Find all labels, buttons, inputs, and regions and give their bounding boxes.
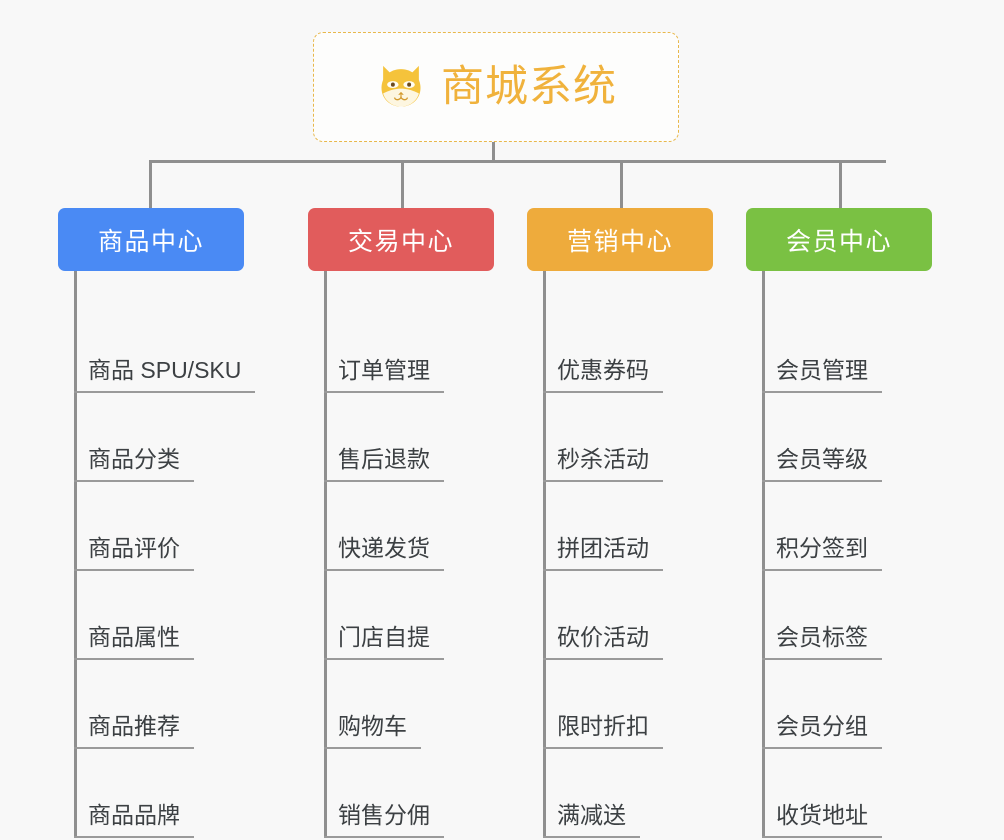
branch-column-1: 商品中心 商品 SPU/SKU 商品分类 商品评价 商品属性 商品推荐 商品品牌 <box>58 160 256 838</box>
leaf-spine-3 <box>543 271 546 838</box>
leaf-item[interactable]: 购物车 <box>308 660 494 749</box>
leaf-label: 优惠券码 <box>543 357 663 393</box>
leaf-label: 限时折扣 <box>543 713 663 749</box>
leaf-item[interactable]: 拼团活动 <box>527 482 713 571</box>
leaf-item[interactable]: 秒杀活动 <box>527 393 713 482</box>
shiba-dog-face-icon <box>381 65 421 107</box>
category-label-2: 交易中心 <box>347 227 454 256</box>
leaf-item[interactable]: 会员标签 <box>746 571 932 660</box>
leaf-item[interactable]: 快递发货 <box>308 482 494 571</box>
category-drop-connector-2 <box>401 160 404 208</box>
leaf-spine-2 <box>324 271 327 838</box>
leaf-item[interactable]: 会员等级 <box>746 393 932 482</box>
branch-column-4: 会员中心 会员管理 会员等级 积分签到 会员标签 会员分组 收货地址 <box>746 160 932 838</box>
leaf-label: 秒杀活动 <box>543 446 663 482</box>
category-label-4: 会员中心 <box>785 227 892 256</box>
leaf-list-1: 商品 SPU/SKU 商品分类 商品评价 商品属性 商品推荐 商品品牌 <box>58 271 256 838</box>
category-box-3[interactable]: 营销中心 <box>527 208 713 271</box>
category-drop-connector-1 <box>149 160 152 208</box>
leaf-item[interactable]: 门店自提 <box>308 571 494 660</box>
leaf-label: 销售分佣 <box>324 802 444 838</box>
leaf-item[interactable]: 会员管理 <box>746 304 932 393</box>
category-box-4[interactable]: 会员中心 <box>746 208 932 271</box>
category-box-1[interactable]: 商品中心 <box>58 208 244 271</box>
branch-column-3: 营销中心 优惠券码 秒杀活动 拼团活动 砍价活动 限时折扣 满减送 <box>527 160 713 838</box>
category-drop-connector-3 <box>620 160 623 208</box>
leaf-item[interactable]: 会员分组 <box>746 660 932 749</box>
leaf-list-2: 订单管理 售后退款 快递发货 门店自提 购物车 销售分佣 <box>308 271 494 838</box>
leaf-label: 商品推荐 <box>74 713 194 749</box>
leaf-label: 拼团活动 <box>543 535 663 571</box>
leaf-label: 售后退款 <box>324 446 444 482</box>
leaf-spine-4 <box>762 271 765 838</box>
leaf-label: 砍价活动 <box>543 624 663 660</box>
leaf-label: 商品评价 <box>74 535 194 571</box>
leaf-label: 商品属性 <box>74 624 194 660</box>
leaf-label: 订单管理 <box>324 357 444 393</box>
category-drop-connector-4 <box>839 160 842 208</box>
leaf-label: 商品 SPU/SKU <box>74 357 256 393</box>
category-label-3: 营销中心 <box>566 227 673 256</box>
category-label-1: 商品中心 <box>97 227 204 256</box>
leaf-item[interactable]: 商品品牌 <box>58 749 244 838</box>
leaf-item[interactable]: 销售分佣 <box>308 749 494 838</box>
leaf-item[interactable]: 商品推荐 <box>58 660 244 749</box>
leaf-label: 商品分类 <box>74 446 194 482</box>
leaf-item[interactable]: 订单管理 <box>308 304 494 393</box>
leaf-label: 积分签到 <box>762 535 882 571</box>
leaf-label: 商品品牌 <box>74 802 194 838</box>
leaf-label: 收货地址 <box>762 802 882 838</box>
leaf-item[interactable]: 商品评价 <box>58 482 244 571</box>
root-stem-connector <box>492 142 495 162</box>
main-bus-connector <box>150 160 886 163</box>
root-node[interactable]: 商城系统 <box>313 32 679 142</box>
root-title: 商城系统 <box>441 62 617 111</box>
leaf-label: 门店自提 <box>324 624 444 660</box>
leaf-item[interactable]: 商品 SPU/SKU <box>58 304 256 393</box>
leaf-label: 会员标签 <box>762 624 882 660</box>
leaf-item[interactable]: 积分签到 <box>746 482 932 571</box>
leaf-item[interactable]: 商品分类 <box>58 393 244 482</box>
leaf-spine-1 <box>74 271 77 838</box>
branch-column-2: 交易中心 订单管理 售后退款 快递发货 门店自提 购物车 销售分佣 <box>308 160 494 838</box>
leaf-label: 会员等级 <box>762 446 882 482</box>
leaf-list-4: 会员管理 会员等级 积分签到 会员标签 会员分组 收货地址 <box>746 271 932 838</box>
leaf-item[interactable]: 优惠券码 <box>527 304 713 393</box>
leaf-label: 购物车 <box>324 713 421 749</box>
leaf-item[interactable]: 限时折扣 <box>527 660 713 749</box>
leaf-label: 会员分组 <box>762 713 882 749</box>
category-box-2[interactable]: 交易中心 <box>308 208 494 271</box>
leaf-list-3: 优惠券码 秒杀活动 拼团活动 砍价活动 限时折扣 满减送 <box>527 271 713 838</box>
leaf-item[interactable]: 满减送 <box>527 749 713 838</box>
leaf-item[interactable]: 收货地址 <box>746 749 932 838</box>
leaf-item[interactable]: 商品属性 <box>58 571 244 660</box>
leaf-label: 满减送 <box>543 802 640 838</box>
leaf-item[interactable]: 砍价活动 <box>527 571 713 660</box>
leaf-label: 快递发货 <box>324 535 444 571</box>
leaf-item[interactable]: 售后退款 <box>308 393 494 482</box>
leaf-label: 会员管理 <box>762 357 882 393</box>
